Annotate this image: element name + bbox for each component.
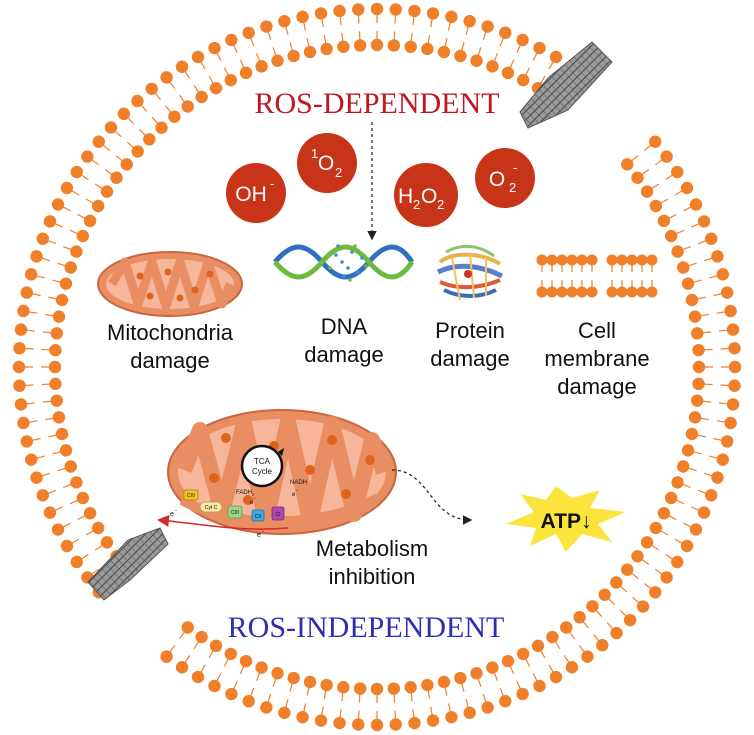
cell-membrane-ring xyxy=(12,2,742,732)
svg-text:Cyt C: Cyt C xyxy=(205,505,218,511)
protein-icon xyxy=(436,245,504,301)
svg-text:Mitochondria: Mitochondria xyxy=(107,320,234,345)
svg-text:TCA: TCA xyxy=(254,457,271,466)
ros-oh-radical: OH - xyxy=(226,163,286,223)
svg-text:Cycle: Cycle xyxy=(252,467,273,476)
svg-text:Protein: Protein xyxy=(435,318,505,343)
ros-dependent-title: ROS-DEPENDENT xyxy=(255,87,500,120)
svg-text:2: 2 xyxy=(413,197,420,212)
dna-damage-label: DNA damage xyxy=(304,314,384,367)
svg-text:e: e xyxy=(250,500,254,506)
svg-text:O: O xyxy=(489,168,505,191)
svg-text:inhibition: inhibition xyxy=(329,564,416,589)
svg-text:2: 2 xyxy=(335,165,342,180)
svg-text:H: H xyxy=(398,185,413,208)
svg-text:2: 2 xyxy=(252,492,255,497)
svg-text:-: - xyxy=(262,529,264,535)
svg-text:O: O xyxy=(421,185,437,208)
mitochondrion-icon xyxy=(97,251,243,317)
mitochondria-damage-label: Mitochondria damage xyxy=(107,320,234,373)
tca-cycle: TCA Cycle NADH FADH 2 e - e - xyxy=(236,444,307,506)
svg-text:damage: damage xyxy=(304,342,384,367)
membrane-fragment-icon xyxy=(536,254,658,298)
svg-text:e: e xyxy=(257,532,261,539)
svg-text:damage: damage xyxy=(557,374,637,399)
cell-membrane-damage-label: Cell membrane damage xyxy=(544,318,649,399)
atp-arrow xyxy=(391,469,473,525)
svg-text:e: e xyxy=(170,511,174,518)
atp-label: ATP↓ xyxy=(541,510,592,533)
svg-text:CII: CII xyxy=(255,514,261,520)
svg-text:1: 1 xyxy=(311,146,318,161)
ros-hydrogen-peroxide: H 2 O 2 xyxy=(394,163,458,227)
svg-text:Cell: Cell xyxy=(578,318,616,343)
svg-text:OH: OH xyxy=(235,183,267,206)
dna-helix-icon xyxy=(273,244,415,282)
protein-damage-label: Protein damage xyxy=(430,318,510,371)
electron-transport-chain: CIV Cyt C CIII CII CI e - e - xyxy=(157,489,289,539)
svg-text:-: - xyxy=(296,488,298,494)
svg-text:Metabolism: Metabolism xyxy=(316,536,428,561)
atp-burst: ATP↓ xyxy=(506,486,626,552)
svg-text:-: - xyxy=(270,176,274,191)
svg-text:damage: damage xyxy=(430,346,510,371)
svg-text:CI: CI xyxy=(276,512,281,518)
svg-text:membrane: membrane xyxy=(544,346,649,371)
membrane-pore-top-right xyxy=(519,41,613,129)
svg-text:FADH: FADH xyxy=(236,490,252,496)
svg-text:2: 2 xyxy=(509,180,516,195)
svg-text:NADH: NADH xyxy=(290,480,307,486)
svg-text:damage: damage xyxy=(130,348,210,373)
ros-singlet-oxygen: 1 O 2 xyxy=(297,133,357,193)
svg-text:-: - xyxy=(254,496,256,502)
svg-text:2: 2 xyxy=(437,197,444,212)
svg-text:O: O xyxy=(318,152,334,175)
membrane-pore-bottom-left xyxy=(87,527,169,601)
svg-text:DNA: DNA xyxy=(321,314,368,339)
metabolism-inhibition-label: Metabolism inhibition xyxy=(316,536,428,589)
svg-text:CIV: CIV xyxy=(187,493,196,499)
svg-text:e: e xyxy=(292,492,296,498)
ros-independent-title: ROS-INDEPENDENT xyxy=(228,611,505,644)
svg-text:CIII: CIII xyxy=(231,510,239,516)
ros-superoxide: O 2 - xyxy=(475,148,535,208)
svg-text:-: - xyxy=(513,160,517,175)
svg-text:-: - xyxy=(175,508,177,514)
